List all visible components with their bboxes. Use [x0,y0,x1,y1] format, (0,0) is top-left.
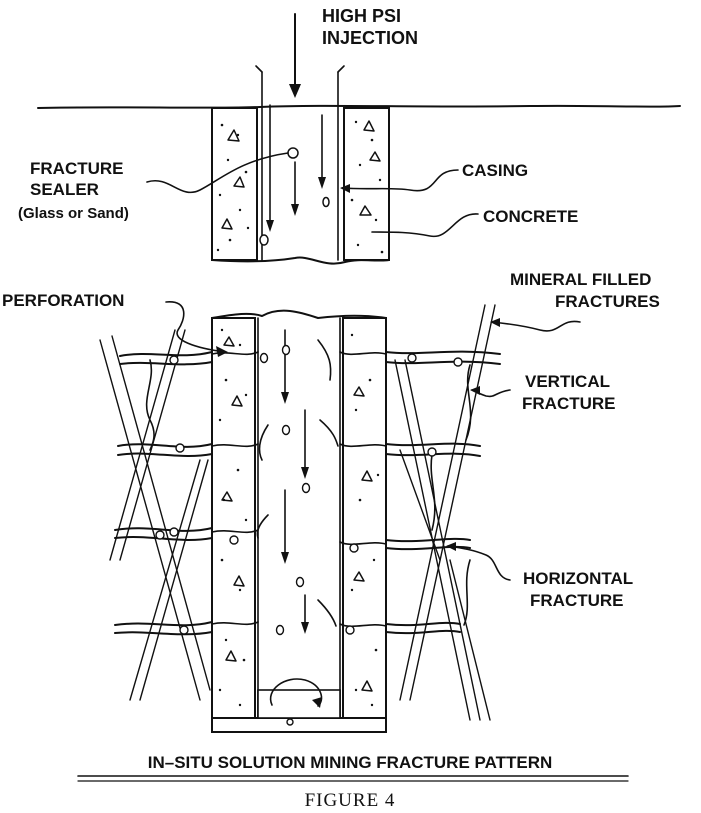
vertical-fracture-label-line1: VERTICAL [525,372,610,391]
lower-right-concrete [342,317,387,731]
fracture-sealer-label-line2: SEALER [30,180,99,199]
figure-label: FIGURE 4 [305,790,396,811]
lower-well-section [99,301,581,733]
horizontal-fractures [114,350,501,636]
mineral-filled-label-line2: FRACTURES [555,292,660,311]
casing-label: CASING [462,161,528,180]
concrete-leader [371,213,479,238]
horizontal-fracture-label-line1: HORIZONTAL [523,569,633,588]
lower-break-line [211,309,387,319]
lower-concrete-triangles [221,336,373,692]
fracture-sealer-leader [146,152,289,194]
injection-label-line2: INJECTION [322,28,418,48]
ground-surface-line [37,104,681,109]
right-diagonal-fractures [394,304,496,721]
lower-concrete-aggregate [218,328,380,707]
sealer-balls-lower [155,344,463,726]
diagram-caption: IN–SITU SOLUTION MINING FRACTURE PATTERN [148,753,553,772]
perforation-bands [211,351,387,628]
flow-arrows [256,329,339,708]
vertical-fractures [145,359,472,626]
bottom-concrete-plug [211,717,387,733]
mineral-filled-leader [491,320,581,332]
concrete-label: CONCRETE [483,207,578,226]
injection-arrows [266,13,326,232]
sealer-balls-upper [259,147,330,246]
lower-left-concrete [211,317,256,731]
injection-label-line1: HIGH PSI [322,6,401,26]
mineral-filled-label-line1: MINERAL FILLED [510,270,651,289]
vertical-fracture-label-line2: FRACTURE [522,394,616,413]
casing-leader [341,169,459,192]
upper-concrete-triangles [221,120,381,230]
horizontal-fracture-label-line2: FRACTURE [530,591,624,610]
fracture-sealer-label-line1: FRACTURE [30,159,124,178]
perforation-label: PERFORATION [2,291,124,310]
perforation-leader [165,301,226,353]
upper-right-concrete [343,107,390,261]
upper-break-line [211,256,390,265]
fracture-sealer-label-line3: (Glass or Sand) [18,205,129,222]
upper-well-section [37,13,681,265]
upper-concrete-aggregate [216,120,384,254]
left-diagonal-fractures [99,329,211,701]
horizontal-fracture-leader [447,545,511,581]
